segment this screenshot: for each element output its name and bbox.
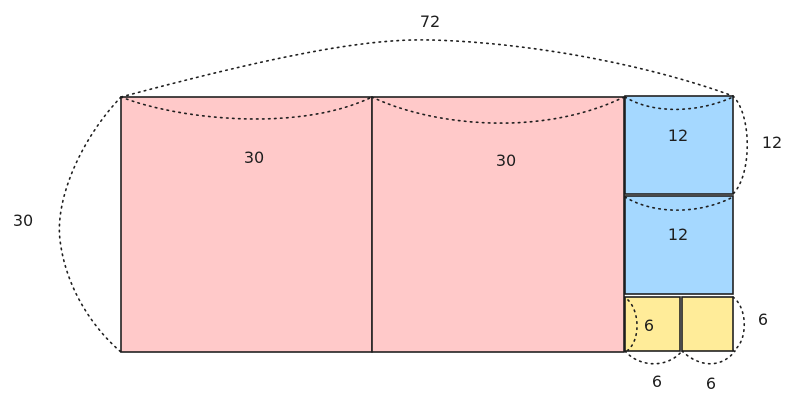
dim-arc-square-12-side: [732, 95, 748, 195]
label-bottom-left: 6: [652, 372, 662, 391]
label-height: 30: [13, 211, 33, 230]
dim-arc-square-6-side: [732, 296, 745, 352]
dim-arc-total-width: [120, 39, 734, 98]
dim-arc-height: [58, 96, 122, 353]
label-square-6-side: 6: [758, 310, 768, 329]
label-square-30-right: 30: [496, 151, 516, 170]
label-bottom-right: 6: [706, 374, 716, 393]
square-30-right: [371, 96, 625, 353]
label-total-width: 72: [420, 12, 440, 31]
dim-arc-square-12-bottom: [624, 196, 734, 211]
dim-arc-bottom-left: [624, 350, 683, 365]
square-6-right: [681, 296, 734, 352]
label-square-6-inner: 6: [644, 316, 654, 335]
square-12-bottom: [624, 195, 734, 295]
dim-arc-square-12-top: [624, 96, 734, 111]
square-6-left: [624, 296, 681, 352]
label-square-12-top: 12: [668, 126, 688, 145]
label-square-12-bottom: 12: [668, 225, 688, 244]
dim-arc-bottom-right: [681, 350, 736, 365]
square-12-top: [624, 95, 734, 195]
label-square-12-side: 12: [762, 133, 782, 152]
dim-arc-square-right: [371, 96, 625, 124]
label-square-30-left: 30: [244, 148, 264, 167]
square-30-left: [120, 96, 373, 353]
